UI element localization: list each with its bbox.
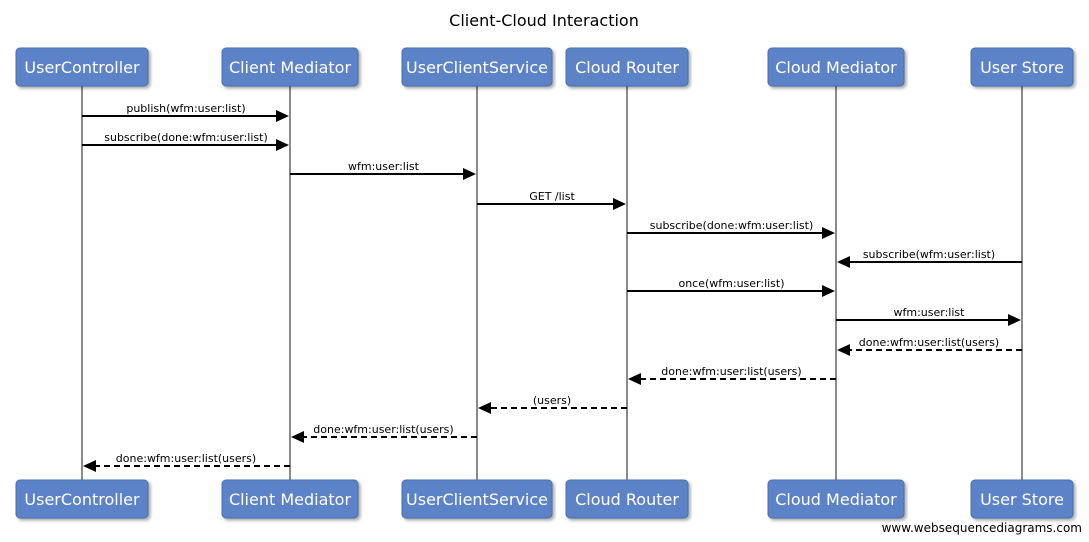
message-5: subscribe(done:wfm:user:list) xyxy=(627,219,835,239)
actor-box-bg xyxy=(15,47,149,87)
actor-label: Cloud Router xyxy=(575,58,679,77)
message-label: GET /list xyxy=(529,190,575,203)
messages: publish(wfm:user:list) subscribe(done:wfm… xyxy=(82,102,1022,472)
message-8: wfm:user:list xyxy=(836,306,1021,326)
message-10: done:wfm:user:list(users) xyxy=(628,365,836,385)
actor-cm-top: Client Mediator xyxy=(221,47,359,87)
message-label: wfm:user:list xyxy=(348,160,420,173)
message-13: done:wfm:user:list(users) xyxy=(83,452,290,472)
message-label: (users) xyxy=(533,394,571,407)
actor-box-bg xyxy=(15,479,149,519)
message-2: subscribe(done:wfm:user:list) xyxy=(82,131,289,151)
actor-cr-top: Cloud Router xyxy=(565,47,689,87)
actor-cr-bottom: Cloud Router xyxy=(565,479,689,519)
diagram-title: Client-Cloud Interaction xyxy=(449,11,639,30)
message-label: wfm:user:list xyxy=(894,306,966,319)
message-arrow-head xyxy=(613,198,626,210)
message-arrow-head xyxy=(628,373,641,385)
actor-box-bg xyxy=(565,47,689,87)
message-label: done:wfm:user:list(users) xyxy=(661,365,801,378)
actor-label: Cloud Mediator xyxy=(775,58,897,77)
message-arrow-head xyxy=(291,431,304,443)
actor-us-top: User Store xyxy=(970,47,1074,87)
footer-credit: www.websequencediagrams.com xyxy=(882,521,1082,535)
message-label: subscribe(wfm:user:list) xyxy=(863,248,995,261)
message-arrow-head xyxy=(822,285,835,297)
actor-box-bg xyxy=(221,479,359,519)
message-arrow-head xyxy=(463,168,476,180)
message-label: publish(wfm:user:list) xyxy=(126,102,245,115)
actor-label: User Store xyxy=(980,490,1064,509)
actor-box-bg xyxy=(221,47,359,87)
message-arrow-head xyxy=(1008,314,1021,326)
actor-uc-top: UserController xyxy=(15,47,149,87)
actor-box-bg xyxy=(401,47,553,87)
actor-uc-bottom: UserController xyxy=(15,479,149,519)
actor-box-bg xyxy=(970,479,1074,519)
message-9: done:wfm:user:list(users) xyxy=(837,336,1022,356)
actor-box-bg xyxy=(401,479,553,519)
actor-box-bg xyxy=(767,47,905,87)
actor-us-bottom: User Store xyxy=(970,479,1074,519)
actor-cld-top: Cloud Mediator xyxy=(767,47,905,87)
actor-box-bg xyxy=(970,47,1074,87)
actor-label: Client Mediator xyxy=(229,58,352,77)
message-label: subscribe(done:wfm:user:list) xyxy=(650,219,814,232)
actors-bottom: UserController Client Mediator UserClientS… xyxy=(15,479,1074,519)
actor-cm-bottom: Client Mediator xyxy=(221,479,359,519)
actor-label: UserController xyxy=(24,58,140,77)
message-arrow-head xyxy=(83,460,96,472)
message-7: once(wfm:user:list) xyxy=(627,277,835,297)
message-label: done:wfm:user:list(users) xyxy=(313,423,453,436)
actor-cld-bottom: Cloud Mediator xyxy=(767,479,905,519)
actor-label: Cloud Mediator xyxy=(775,490,897,509)
actor-ucs-top: UserClientService xyxy=(401,47,553,87)
message-12: done:wfm:user:list(users) xyxy=(291,423,477,443)
actor-label: Cloud Router xyxy=(575,490,679,509)
message-arrow-head xyxy=(276,139,289,151)
actor-box-bg xyxy=(767,479,905,519)
message-arrow-head xyxy=(837,344,850,356)
message-arrow-head xyxy=(837,256,850,268)
message-arrow-head xyxy=(478,402,491,414)
actor-label: Client Mediator xyxy=(229,490,352,509)
message-4: GET /list xyxy=(477,190,626,210)
actor-box-bg xyxy=(565,479,689,519)
actor-label: UserClientService xyxy=(406,490,548,509)
actors-top: UserController Client Mediator UserClientS… xyxy=(15,47,1074,87)
message-arrow-head xyxy=(822,227,835,239)
actor-ucs-bottom: UserClientService xyxy=(401,479,553,519)
lifelines xyxy=(81,86,1023,480)
message-1: publish(wfm:user:list) xyxy=(82,102,289,122)
message-arrow-head xyxy=(276,110,289,122)
message-label: subscribe(done:wfm:user:list) xyxy=(104,131,268,144)
message-3: wfm:user:list xyxy=(290,160,476,180)
message-11: (users) xyxy=(478,394,627,414)
message-6: subscribe(wfm:user:list) xyxy=(837,248,1022,268)
actor-label: UserClientService xyxy=(406,58,548,77)
message-label: done:wfm:user:list(users) xyxy=(859,336,999,349)
message-label: done:wfm:user:list(users) xyxy=(116,452,256,465)
actor-label: UserController xyxy=(24,490,140,509)
actor-label: User Store xyxy=(980,58,1064,77)
message-label: once(wfm:user:list) xyxy=(678,277,784,290)
